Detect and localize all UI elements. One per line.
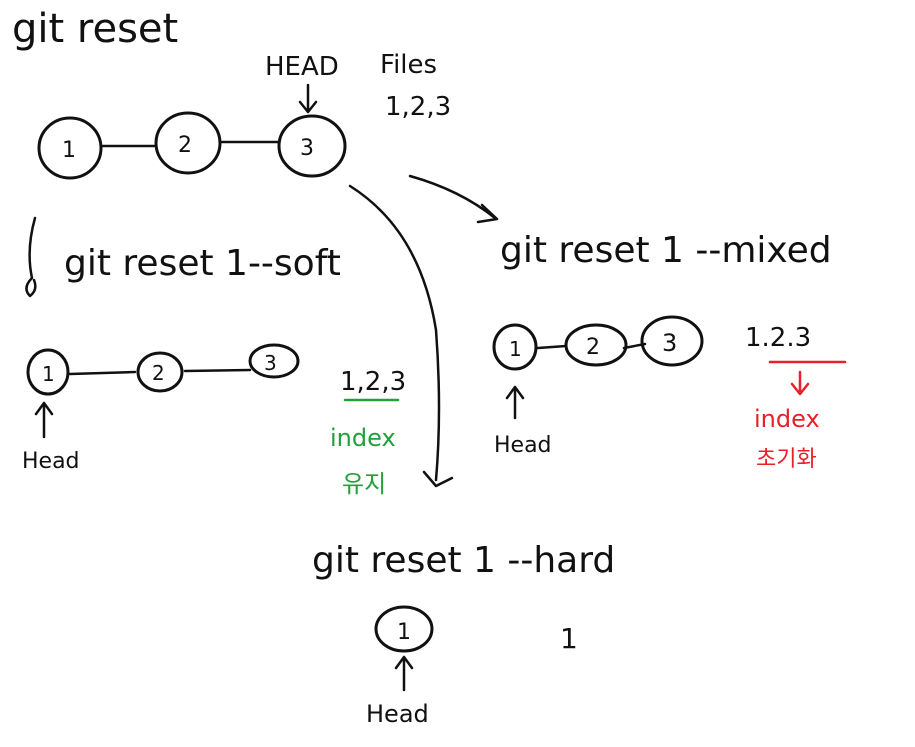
hard-branch-arrow: [348, 184, 454, 488]
top-chain: HEAD Files 1,2,3 1 2 3: [37, 50, 451, 180]
mixed-files-value: 1.2.3: [745, 323, 811, 353]
mixed-commit-3-label: 3: [662, 329, 677, 357]
hard-commit-1-label: 1: [397, 620, 411, 645]
mixed-down-arrow: [790, 370, 810, 396]
top-commit-2-circle: [154, 111, 222, 175]
soft-note-index: index: [330, 424, 396, 452]
mixed-commit-1-label: 1: [509, 337, 522, 361]
mixed-commit-2-label: 2: [586, 335, 600, 360]
mixed-note-reset: 초기화: [756, 447, 817, 472]
hard-head-label: Head: [366, 700, 429, 728]
soft-commit-2-circle: [136, 351, 184, 393]
top-head-label: HEAD: [265, 52, 339, 82]
mixed-commit-2-circle: [564, 323, 628, 367]
top-files-label: Files: [380, 50, 437, 80]
mixed-commit-3-circle: [640, 315, 704, 367]
soft-commit-1-circle: [26, 348, 70, 396]
top-files-value: 1,2,3: [385, 92, 451, 122]
soft-commit-3-label: 3: [264, 351, 277, 375]
soft-head-arrow: [34, 401, 54, 439]
soft-files-value: 1,2,3: [340, 367, 406, 397]
soft-note-keep: 유지: [342, 470, 386, 498]
soft-link-2-3: [183, 368, 252, 373]
soft-section: git reset 1--soft 1 2 3 Head 1,2,3 index…: [22, 243, 406, 498]
soft-commit-1-label: 1: [42, 362, 55, 386]
soft-commit-3-circle: [248, 343, 300, 379]
mixed-command: git reset 1 --mixed: [500, 230, 832, 271]
mixed-link-1-2: [536, 344, 568, 350]
top-head-arrow: [298, 83, 318, 114]
top-commit-2-label: 2: [178, 133, 192, 158]
mixed-branch-arrow: [408, 174, 499, 224]
soft-head-label: Head: [22, 449, 80, 474]
top-commit-1-label: 1: [62, 138, 76, 163]
top-commit-3-circle: [277, 114, 347, 178]
hard-head-arrow: [394, 655, 414, 692]
soft-link-1-2: [68, 370, 137, 376]
mixed-head-label: Head: [494, 433, 552, 458]
diagram-title: git reset: [12, 6, 178, 52]
mixed-note-index: index: [754, 405, 820, 433]
top-commit-3-label: 3: [300, 136, 314, 161]
mixed-head-arrow: [505, 385, 525, 420]
hard-commit-1-circle: [374, 605, 434, 653]
hard-section: git reset 1 --hard 1 Head 1: [312, 540, 615, 728]
top-commit-1-circle: [37, 116, 103, 180]
mixed-section: git reset 1 --mixed 1 2 3 Head 1.2.3 ind…: [492, 230, 847, 472]
soft-branch-arrow: [25, 216, 37, 298]
hard-files-value: 1: [560, 622, 578, 655]
hard-command: git reset 1 --hard: [312, 540, 615, 581]
soft-command: git reset 1--soft: [64, 243, 341, 284]
soft-commit-2-label: 2: [152, 361, 165, 385]
mixed-commit-1-circle: [492, 323, 538, 371]
